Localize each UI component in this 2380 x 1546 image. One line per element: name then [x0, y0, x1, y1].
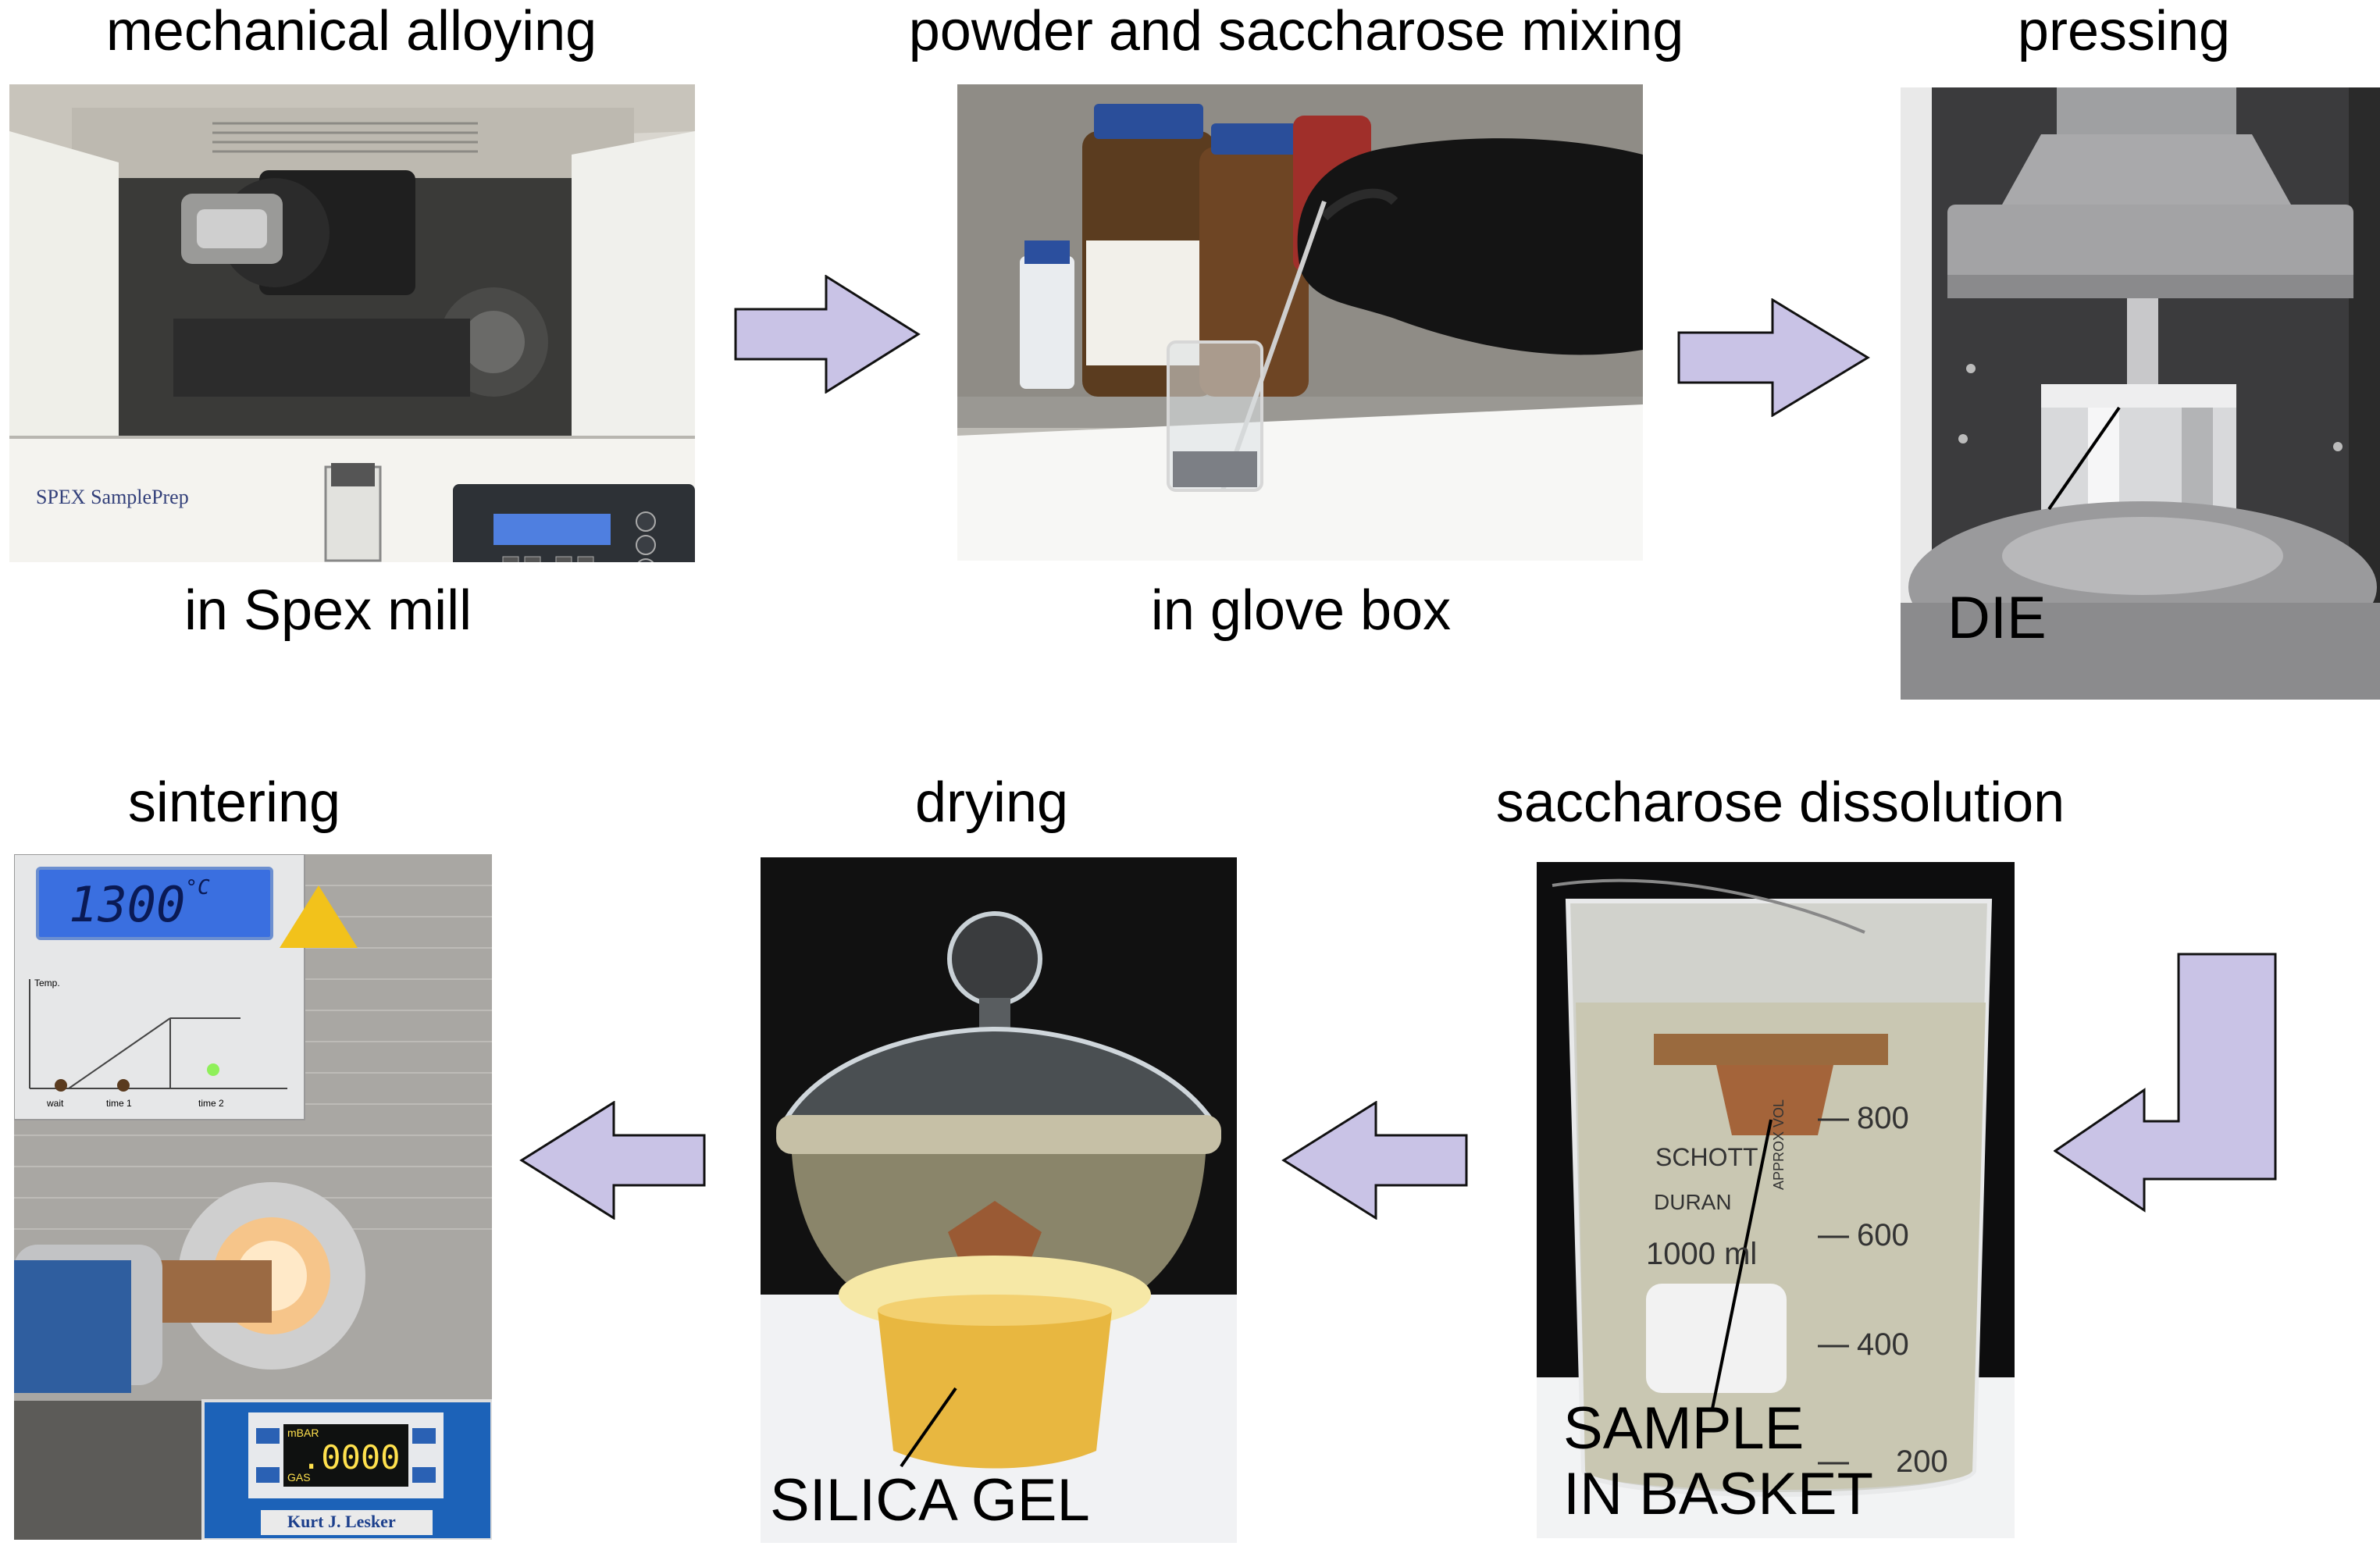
- gauge-readout: .0000: [301, 1438, 401, 1477]
- step-title-powder-mixing: powder and saccharose mixing: [908, 0, 1684, 62]
- step-title-saccharose-dissolution: saccharose dissolution: [1495, 771, 2065, 834]
- furnace-temperature-display: 1300°C: [69, 876, 210, 933]
- gauge-brand-label: Kurt J. Lesker: [287, 1512, 396, 1531]
- arrow-left-2: [518, 1101, 706, 1220]
- photo-glove-box: [957, 84, 1643, 561]
- photo-press-die: DIE: [1901, 87, 2380, 700]
- step-caption-spex-mill: in Spex mill: [183, 579, 472, 642]
- step-title-mechanical-alloying: mechanical alloying: [105, 0, 597, 62]
- photo-sintering-furnace: 1300°C Temp. wait time 1 time 2 mBAR .00…: [14, 854, 492, 1540]
- beaker-mark-600: 600: [1857, 1218, 1909, 1252]
- arrow-right-1: [734, 275, 921, 394]
- step-title-sintering: sintering: [127, 771, 341, 834]
- step-title-drying: drying: [914, 771, 1069, 834]
- graph-label-time1: time 1: [106, 1098, 132, 1109]
- beaker-mark-800: 800: [1857, 1101, 1909, 1135]
- gauge-units-bottom: GAS: [287, 1471, 311, 1484]
- graph-label-time2: time 2: [198, 1098, 224, 1109]
- photo-desiccator: SILICA GEL: [761, 857, 1237, 1543]
- beaker-mark-200: 200: [1896, 1444, 1948, 1479]
- step-caption-glove-box: in glove box: [1150, 579, 1452, 642]
- gauge-units-top: mBAR: [287, 1427, 319, 1439]
- step-title-pressing: pressing: [2017, 0, 2231, 62]
- spex-brand-label: SPEX SamplePrep: [36, 486, 189, 508]
- arrow-right-2: [1677, 298, 1871, 417]
- callout-sample-line1: SAMPLE: [1563, 1395, 1805, 1462]
- furnace-temperature-unit: °C: [185, 876, 210, 899]
- beaker-mark-400: 400: [1857, 1327, 1909, 1362]
- arrow-left-1: [1281, 1101, 1468, 1220]
- beaker-volume-label: 1000 ml: [1646, 1237, 1758, 1271]
- arrow-bent-down-left: [2054, 953, 2280, 1215]
- photo-beaker: SCHOTT DURAN 1000 ml APPROX VOL 800 600 …: [1537, 862, 2015, 1538]
- beaker-brand-duran: DURAN: [1654, 1190, 1732, 1214]
- graph-label-wait: wait: [47, 1098, 64, 1109]
- callout-silica-gel: SILICA GEL: [770, 1467, 1090, 1534]
- graph-axis-label: Temp.: [34, 978, 60, 989]
- callout-die: DIE: [1947, 585, 2047, 651]
- beaker-approx-vol: APPROX VOL: [1771, 1099, 1787, 1190]
- callout-sample-line2: IN BASKET: [1563, 1461, 1873, 1527]
- beaker-brand: SCHOTT: [1655, 1143, 1758, 1171]
- photo-spex-mill: SPEX SamplePrep: [9, 84, 695, 562]
- furnace-temperature-value: 1300: [69, 876, 186, 933]
